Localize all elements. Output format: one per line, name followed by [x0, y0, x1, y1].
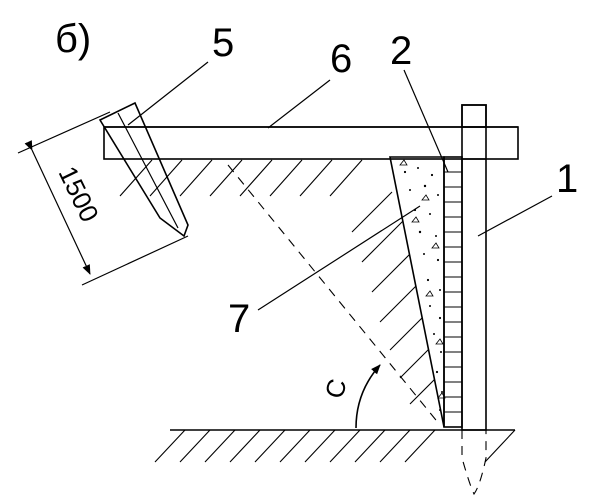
- leader-1: [477, 195, 553, 237]
- leader-7: [257, 205, 421, 311]
- natural-slope-line: [227, 164, 441, 426]
- callout-7: 7: [228, 297, 250, 341]
- lagging-lines: [444, 171, 462, 413]
- dimension-text: 1500: [53, 161, 105, 226]
- leader-6: [267, 79, 331, 129]
- angle-label: C: [319, 376, 353, 402]
- backfill-wedge: [389, 156, 445, 428]
- subfigure-label: б): [55, 17, 91, 61]
- ground-hatch-top-left: [119, 159, 363, 197]
- inclined-strut: [98, 101, 189, 238]
- leader-5: [127, 61, 209, 126]
- strut-inner-line: [117, 112, 179, 229]
- vertical-pile: [461, 104, 487, 431]
- callout-1: 1: [556, 157, 578, 201]
- leader-2: [403, 69, 449, 173]
- pile-tip-hidden: [461, 430, 487, 496]
- angle-arc: [355, 364, 381, 429]
- ground-hatch-bottom: [154, 429, 516, 463]
- dimension-1500: [17, 111, 189, 286]
- horizontal-plank: [103, 126, 519, 160]
- callout-6: 6: [330, 37, 352, 81]
- callout-5: 5: [212, 21, 234, 65]
- pile-top: [461, 104, 487, 128]
- ground-hatch-slope: [351, 191, 437, 405]
- callout-2: 2: [390, 29, 412, 73]
- backfill-stipple: [399, 159, 446, 411]
